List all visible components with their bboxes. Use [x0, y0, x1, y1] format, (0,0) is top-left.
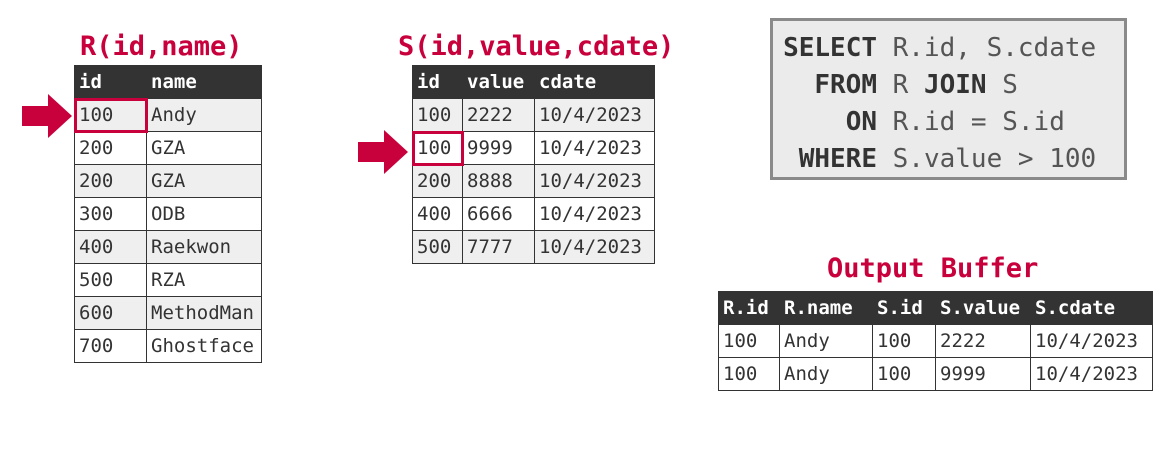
table-cell: 200	[412, 164, 463, 198]
table-row: 400 Raekwon	[74, 230, 262, 264]
table-cell: 9999	[462, 131, 535, 165]
table-cell: 600	[74, 296, 147, 330]
sql-clause: R.id = S.id	[892, 107, 1065, 137]
table-row: 700 Ghostface	[74, 329, 262, 363]
column-header: S.id	[872, 291, 936, 325]
column-header: R.id	[718, 291, 780, 325]
table-cell: Raekwon	[146, 230, 262, 264]
sql-query-box: SELECT R.id, S.cdate FROM R JOIN S ON R.…	[770, 18, 1127, 180]
table-cell: Andy	[146, 98, 262, 132]
table-cell: Ghostface	[146, 329, 262, 363]
table-row: 600 MethodMan	[74, 296, 262, 330]
output-table-header: R.id R.name S.id S.value S.cdate	[718, 291, 1153, 325]
sql-keyword: JOIN	[923, 70, 987, 100]
table-cell: 100	[872, 357, 936, 391]
column-header: cdate	[534, 65, 655, 99]
table-cell-highlighted: 100	[411, 130, 464, 166]
table-cell: 500	[412, 230, 463, 264]
table-row: 400 6666 10/4/2023	[412, 197, 655, 231]
table-cell: Andy	[779, 357, 873, 391]
table-cell: 10/4/2023	[534, 197, 655, 231]
table-cell-highlighted: 100	[73, 97, 148, 133]
column-header: id	[412, 65, 463, 99]
table-cell: GZA	[146, 131, 262, 165]
table-cell: 10/4/2023	[534, 98, 655, 132]
table-cell: 2222	[462, 98, 535, 132]
table-row: 100 Andy 100 2222 10/4/2023	[718, 324, 1153, 358]
table-row: 300 ODB	[74, 197, 262, 231]
column-header: S.cdate	[1030, 291, 1153, 325]
r-pointer-arrow-icon	[22, 94, 72, 138]
table-cell: 10/4/2023	[1030, 357, 1153, 391]
table-row: 100 Andy 100 9999 10/4/2023	[718, 357, 1153, 391]
r-table-header: id name	[74, 65, 262, 99]
table-cell: 200	[74, 131, 147, 165]
table-cell: 500	[74, 263, 147, 297]
sql-keyword: WHERE	[798, 144, 877, 174]
sql-keyword: SELECT	[783, 33, 877, 63]
table-row: 500 7777 10/4/2023	[412, 230, 655, 264]
table-cell: 7777	[462, 230, 535, 264]
table-cell: 10/4/2023	[1030, 324, 1153, 358]
sql-on-line: ON R.id = S.id	[773, 109, 1065, 135]
table-cell: 8888	[462, 164, 535, 198]
s-table-title: S(id,value,cdate)	[398, 31, 675, 62]
table-cell: 2222	[935, 324, 1031, 358]
sql-where-line: WHERE S.value > 100	[773, 146, 1096, 172]
output-buffer-title: Output Buffer	[827, 253, 1039, 284]
table-cell: 700	[74, 329, 147, 363]
table-cell: RZA	[146, 263, 262, 297]
r-table-title: R(id,name)	[80, 31, 243, 62]
table-cell: 100	[412, 98, 463, 132]
sql-select-line: SELECT R.id, S.cdate	[773, 35, 1096, 61]
table-row: 500 RZA	[74, 263, 262, 297]
sql-from-line: FROM R JOIN S	[773, 72, 1018, 98]
column-header: value	[462, 65, 535, 99]
table-cell: 10/4/2023	[534, 230, 655, 264]
sql-clause: R.id, S.cdate	[892, 33, 1097, 63]
table-cell: 400	[74, 230, 147, 264]
column-header: R.name	[779, 291, 873, 325]
table-cell: 100	[872, 324, 936, 358]
table-cell: 100	[718, 324, 780, 358]
table-cell: GZA	[146, 164, 262, 198]
table-cell: Andy	[779, 324, 873, 358]
table-row: 100 9999 10/4/2023	[411, 130, 655, 166]
table-cell: 9999	[935, 357, 1031, 391]
table-row: 200 8888 10/4/2023	[412, 164, 655, 198]
s-table: id value cdate 100 2222 10/4/2023 100 99…	[411, 65, 655, 264]
column-header: id	[74, 65, 147, 99]
s-pointer-arrow-icon	[358, 130, 408, 174]
sql-keyword: FROM	[814, 70, 877, 100]
table-cell: 100	[718, 357, 780, 391]
table-cell: 10/4/2023	[534, 164, 655, 198]
table-cell: 200	[74, 164, 147, 198]
table-cell: ODB	[146, 197, 262, 231]
table-row: 100 2222 10/4/2023	[412, 98, 655, 132]
sql-clause: S.value > 100	[892, 144, 1097, 174]
table-row: 200 GZA	[74, 164, 262, 198]
table-cell: 400	[412, 197, 463, 231]
r-table: id name 100 Andy 200 GZA 200 GZA 300 ODB…	[73, 65, 262, 363]
sql-keyword: ON	[845, 107, 877, 137]
s-table-header: id value cdate	[412, 65, 655, 99]
table-row: 200 GZA	[74, 131, 262, 165]
column-header: S.value	[935, 291, 1031, 325]
table-cell: MethodMan	[146, 296, 262, 330]
table-cell: 10/4/2023	[534, 131, 655, 165]
output-buffer-table: R.id R.name S.id S.value S.cdate 100 And…	[718, 291, 1153, 391]
sql-clause: R	[892, 70, 909, 100]
sql-clause: S	[1002, 70, 1018, 100]
table-row: 100 Andy	[73, 97, 262, 133]
table-cell: 6666	[462, 197, 535, 231]
table-cell: 300	[74, 197, 147, 231]
column-header: name	[146, 65, 262, 99]
